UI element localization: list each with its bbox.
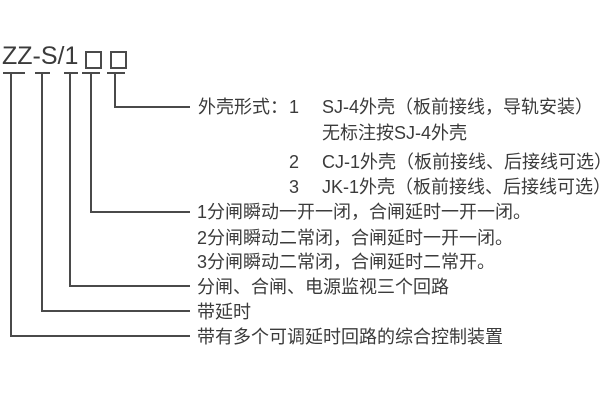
tick-under-box-2	[107, 72, 125, 74]
legend-row-device: 带有多个可调延时回路的综合控制装置	[197, 325, 503, 349]
tick-under-1	[64, 72, 78, 74]
contact-config-2: 2分闸瞬动二常闭，合闸延时一开一闭。	[197, 228, 514, 248]
shell-option-3-desc: JK-1外壳（板前接线、后接线可选）	[322, 177, 600, 197]
shell-option-1-note: 无标注按SJ-4外壳	[322, 123, 468, 143]
contact-config-1: 1分闸瞬动一开一闭，合闸延时一开一闭。	[197, 202, 532, 222]
connector-hline-circuits	[69, 285, 190, 287]
legend-row-circuits: 分闸、合闸、电源监视三个回路	[197, 275, 449, 299]
shell-option-2-desc: CJ-1外壳（板前接线、后接线可选）	[322, 152, 600, 172]
model-placeholder-box-2	[110, 51, 127, 69]
connector-vline-zz	[10, 73, 12, 337]
connector-hline-contact	[90, 211, 190, 213]
shell-option-3-num: 3	[289, 177, 300, 197]
shell-option-2-num: 2	[289, 152, 300, 172]
device-label: 带有多个可调延时回路的综合控制装置	[197, 327, 503, 347]
circuits-label: 分闸、合闸、电源监视三个回路	[197, 277, 449, 297]
model-placeholder-box-1	[85, 51, 102, 69]
legend-row-shell-option-1: 外壳形式： 1 SJ-4外壳（板前接线，导轨安装）	[198, 95, 598, 119]
connector-vline-box-1	[90, 73, 92, 213]
connector-vline-s	[41, 73, 43, 312]
shell-option-1-num: 1	[289, 97, 300, 117]
legend-row-shell-option-2: 2 CJ-1外壳（板前接线、后接线可选）	[198, 150, 600, 174]
connector-vline-box-2	[114, 73, 116, 108]
shell-form-label: 外壳形式：	[198, 97, 288, 117]
model-code: ZZ-S/1	[2, 42, 79, 70]
tick-under-zz	[3, 72, 25, 74]
legend-row-shell-option-1-note: 无标注按SJ-4外壳	[322, 121, 467, 145]
legend-row-contact-config-2: 2分闸瞬动二常闭，合闸延时一开一闭。	[197, 226, 513, 250]
contact-config-3: 3分闸瞬动二常闭，合闸延时二常开。	[197, 252, 496, 272]
legend-row-contact-config-3: 3分闸瞬动二常闭，合闸延时二常开。	[197, 250, 495, 274]
connector-hline-device	[10, 335, 190, 337]
delay-label: 带延时	[197, 302, 251, 322]
legend-row-shell-option-3: 3 JK-1外壳（板前接线、后接线可选）	[198, 175, 600, 199]
connector-hline-delay	[41, 310, 190, 312]
shell-option-1-desc: SJ-4外壳（板前接线，导轨安装）	[322, 97, 594, 117]
connector-hline-shell	[114, 106, 190, 108]
connector-vline-1	[69, 73, 71, 287]
legend-row-contact-config-1: 1分闸瞬动一开一闭，合闸延时一开一闭。	[197, 200, 531, 224]
legend-row-delay: 带延时	[197, 300, 251, 324]
